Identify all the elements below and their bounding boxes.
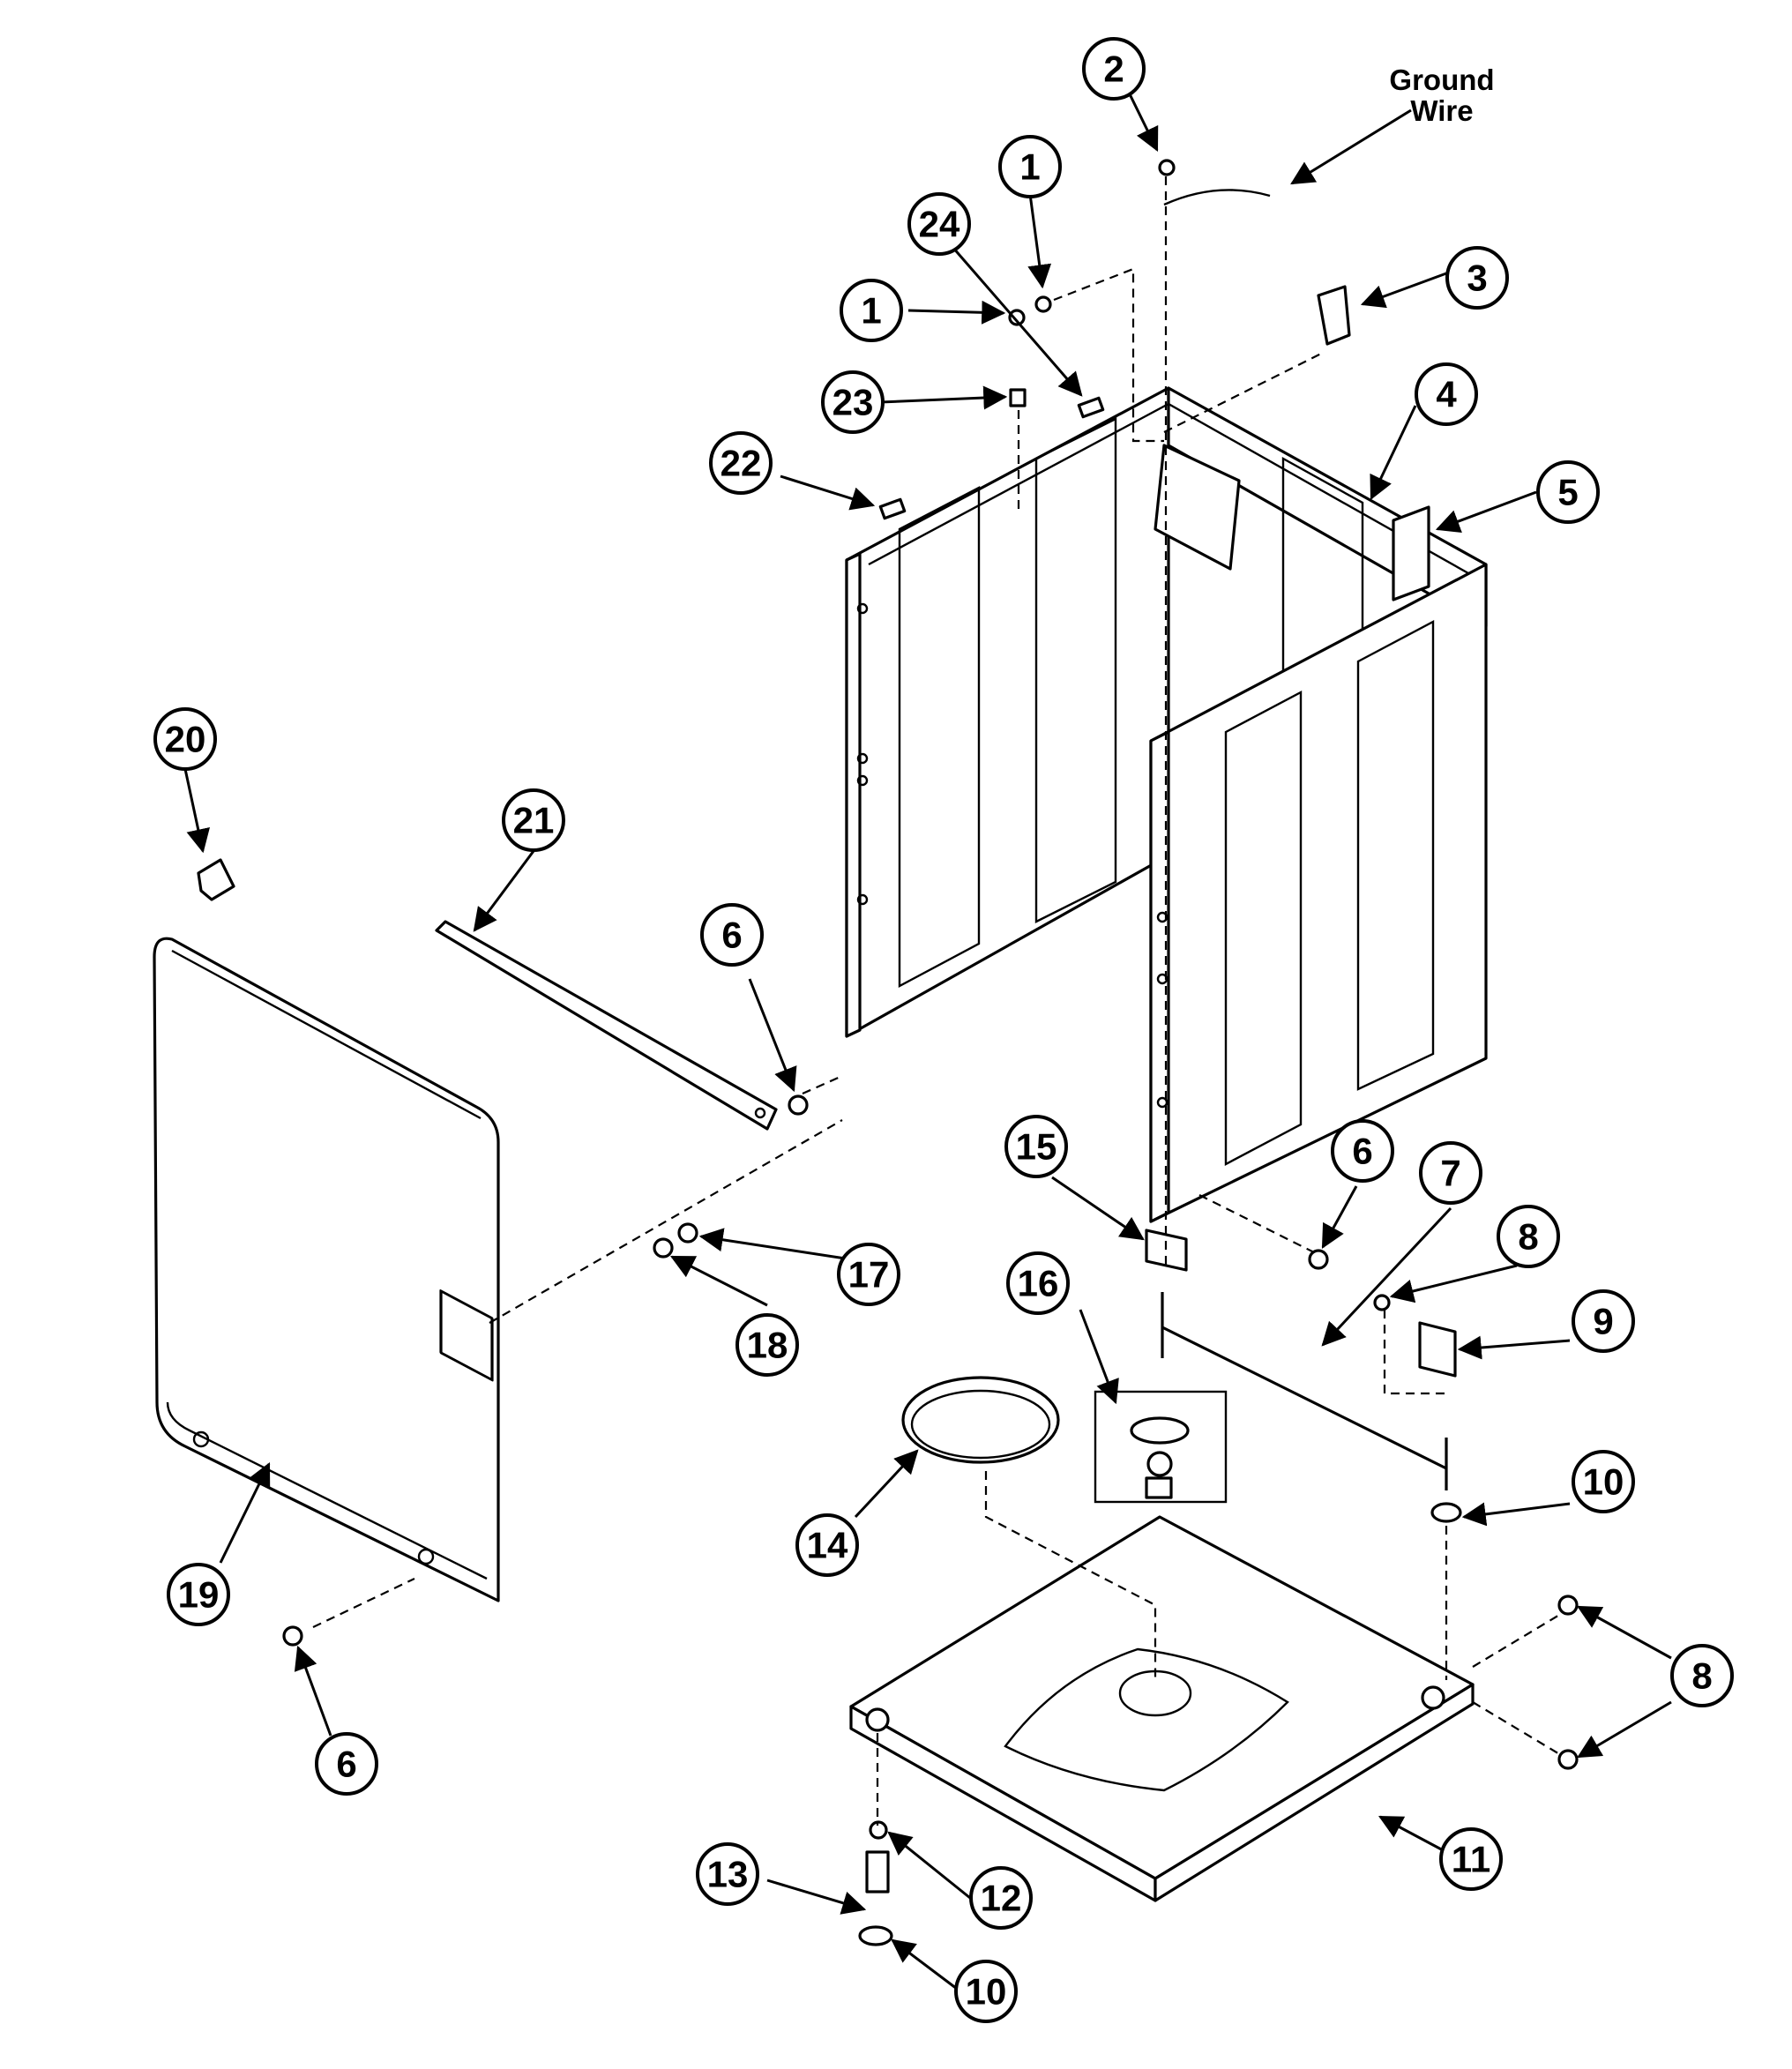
callout-24: 24 [907, 192, 971, 256]
latch-clip [197, 858, 235, 901]
callout-10: 10 [1572, 1450, 1635, 1513]
bracket [1418, 1321, 1457, 1378]
callout-10: 10 [954, 1960, 1018, 2023]
callout-6: 6 [700, 903, 764, 967]
svg-text:8: 8 [1518, 1216, 1538, 1258]
base-frame [849, 1515, 1475, 1902]
leader-lines [183, 61, 1672, 1991]
svg-text:24: 24 [919, 204, 960, 245]
svg-text:12: 12 [981, 1878, 1022, 1919]
hinge-bracket [1145, 1229, 1188, 1272]
svg-text:4: 4 [1436, 374, 1457, 415]
svg-text:17: 17 [848, 1254, 890, 1296]
ground-wire-label-line1: Ground [1389, 63, 1494, 96]
callout-21: 21 [502, 788, 565, 852]
callout-5: 5 [1536, 460, 1600, 524]
svg-text:15: 15 [1016, 1126, 1057, 1168]
svg-text:20: 20 [165, 719, 206, 760]
svg-text:2: 2 [1103, 49, 1124, 90]
callout-2: 2 [1082, 37, 1146, 101]
callout-20: 20 [153, 707, 217, 771]
rod [1161, 1292, 1448, 1490]
callout-13: 13 [696, 1842, 759, 1906]
svg-text:7: 7 [1440, 1153, 1460, 1194]
svg-text:18: 18 [747, 1325, 788, 1366]
callout-23: 23 [821, 370, 885, 434]
assembly-lines [312, 176, 1562, 1826]
drive-belt [901, 1376, 1060, 1464]
svg-text:9: 9 [1593, 1301, 1613, 1342]
callout-8: 8 [1670, 1644, 1734, 1707]
svg-text:23: 23 [833, 382, 874, 423]
svg-text:10: 10 [966, 1971, 1007, 2013]
callout-9: 9 [1572, 1289, 1635, 1353]
hinge-kit [1094, 1390, 1228, 1504]
svg-text:16: 16 [1018, 1263, 1059, 1304]
cabinet [845, 386, 1488, 1223]
callout-4: 4 [1415, 362, 1478, 426]
callout-17: 17 [837, 1243, 900, 1306]
callout-6: 6 [1331, 1119, 1394, 1183]
svg-text:13: 13 [707, 1854, 749, 1895]
hardware [282, 159, 1579, 1946]
svg-text:6: 6 [1352, 1131, 1372, 1172]
callout-11: 11 [1439, 1827, 1503, 1891]
callout-6: 6 [315, 1732, 378, 1796]
svg-text:1: 1 [1019, 146, 1040, 188]
svg-text:1: 1 [861, 290, 881, 332]
ground-wire [1163, 189, 1271, 206]
front-rail [435, 920, 778, 1131]
svg-text:10: 10 [1583, 1461, 1624, 1503]
callout-12: 12 [969, 1866, 1033, 1930]
svg-text:5: 5 [1557, 472, 1578, 513]
svg-text:21: 21 [513, 800, 555, 841]
callout-1: 1 [998, 135, 1062, 198]
svg-text:6: 6 [721, 915, 742, 956]
svg-text:6: 6 [336, 1744, 356, 1785]
ground-wire-label-line2: Wire [1410, 94, 1473, 127]
svg-text:11: 11 [1452, 1839, 1490, 1880]
svg-text:22: 22 [721, 443, 762, 484]
callout-1: 1 [840, 279, 903, 342]
callout-19: 19 [167, 1563, 230, 1626]
callout-16: 16 [1006, 1251, 1070, 1315]
svg-text:19: 19 [178, 1574, 220, 1616]
callout-22: 22 [709, 431, 773, 495]
svg-text:14: 14 [807, 1525, 848, 1566]
callout-7: 7 [1419, 1141, 1482, 1205]
callout-8: 8 [1497, 1205, 1560, 1268]
callout-14: 14 [795, 1513, 859, 1577]
front-panel [153, 937, 500, 1602]
callout-18: 18 [735, 1313, 799, 1377]
callout-3: 3 [1445, 246, 1509, 310]
svg-text:8: 8 [1691, 1655, 1712, 1697]
svg-text:3: 3 [1467, 258, 1487, 299]
callout-15: 15 [1004, 1115, 1068, 1178]
